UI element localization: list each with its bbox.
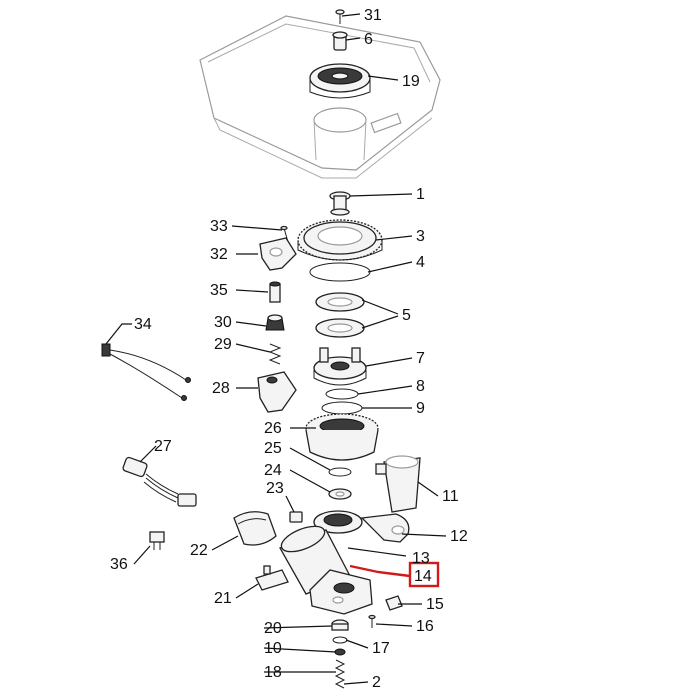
part-9-ring[interactable] <box>321 401 363 415</box>
callout-13[interactable]: 13 <box>412 550 430 567</box>
part-26-ring-gear-housing[interactable] <box>305 413 379 461</box>
callout-18[interactable]: 18 <box>264 664 282 681</box>
callout-19[interactable]: 19 <box>402 73 420 90</box>
top-housing-cover <box>199 15 441 179</box>
part-28-bracket[interactable] <box>257 371 297 413</box>
callout-14[interactable]: 14 <box>414 568 432 585</box>
part-34-sensor-cable[interactable] <box>101 343 191 401</box>
callout-33[interactable]: 33 <box>210 218 228 235</box>
part-14-motor-base[interactable] <box>309 569 373 615</box>
callout-20[interactable]: 20 <box>264 620 282 637</box>
part-19-gear-disc[interactable] <box>309 63 371 99</box>
part-25-o-ring[interactable] <box>328 467 352 477</box>
callout-16[interactable]: 16 <box>416 618 434 635</box>
callout-36[interactable]: 36 <box>110 556 128 573</box>
part-12-disc-arm[interactable] <box>313 510 410 543</box>
callout-22[interactable]: 22 <box>190 542 208 559</box>
part-1-knob[interactable] <box>329 191 351 216</box>
callout-32[interactable]: 32 <box>210 246 228 263</box>
callout-2[interactable]: 2 <box>372 674 381 691</box>
part-23-clip[interactable] <box>289 511 303 523</box>
callout-29[interactable]: 29 <box>214 336 232 353</box>
part-27-harness[interactable] <box>122 456 197 507</box>
callout-27[interactable]: 27 <box>154 438 172 455</box>
part-22-clamp-ring[interactable] <box>233 511 277 546</box>
part-5-ring-pair[interactable] <box>315 292 365 338</box>
callout-23[interactable]: 23 <box>266 480 284 497</box>
callout-11[interactable]: 11 <box>442 488 459 505</box>
callout-10[interactable]: 10 <box>264 640 282 657</box>
callout-35[interactable]: 35 <box>210 282 228 299</box>
callout-3[interactable]: 3 <box>416 228 425 245</box>
callout-21[interactable]: 21 <box>214 590 232 607</box>
callout-1[interactable]: 1 <box>416 186 425 203</box>
part-8-ring[interactable] <box>325 388 359 400</box>
part-7-carrier[interactable] <box>313 347 367 386</box>
callout-30[interactable]: 30 <box>214 314 232 331</box>
part-10-nut[interactable] <box>334 648 346 656</box>
callout-24[interactable]: 24 <box>264 462 282 479</box>
part-3-gear-ring[interactable] <box>297 219 383 261</box>
callout-7[interactable]: 7 <box>416 350 425 367</box>
part-16-screw[interactable] <box>368 614 376 629</box>
callout-9[interactable]: 9 <box>416 400 425 417</box>
part-24-washer[interactable] <box>328 488 352 500</box>
callout-25[interactable]: 25 <box>264 440 282 457</box>
part-11-cup[interactable] <box>375 455 421 513</box>
callout-6[interactable]: 6 <box>364 31 373 48</box>
callout-8[interactable]: 8 <box>416 378 425 395</box>
callout-15[interactable]: 15 <box>426 596 444 613</box>
part-17-ring[interactable] <box>332 636 348 644</box>
part-31-screw[interactable] <box>335 9 345 24</box>
leader-lines <box>105 13 447 685</box>
callout-17[interactable]: 17 <box>372 640 390 657</box>
part-6-bushing[interactable] <box>332 31 348 51</box>
part-29-spring[interactable] <box>268 343 282 365</box>
part-4-o-ring[interactable] <box>309 262 371 282</box>
callout-31[interactable]: 31 <box>364 7 382 24</box>
callout-12[interactable]: 12 <box>450 528 468 545</box>
part-21-bracket[interactable] <box>255 565 289 591</box>
part-30-cap[interactable] <box>265 314 285 331</box>
part-35-pin[interactable] <box>269 281 281 303</box>
part-15-cap[interactable] <box>385 595 403 611</box>
callout-5[interactable]: 5 <box>402 307 411 324</box>
part-18-spring[interactable] <box>334 659 346 689</box>
part-32-bracket[interactable] <box>259 237 297 271</box>
callout-4[interactable]: 4 <box>416 254 425 271</box>
part-20-washer[interactable] <box>331 619 349 631</box>
callout-28[interactable]: 28 <box>212 380 230 397</box>
callout-34[interactable]: 34 <box>134 316 152 333</box>
highlight-part-14 <box>349 561 440 588</box>
callout-labels: 31 6 19 1 3 4 5 7 8 9 26 25 24 11 12 13 … <box>110 7 468 691</box>
part-36-switch[interactable] <box>149 531 165 550</box>
callout-26[interactable]: 26 <box>264 420 282 437</box>
